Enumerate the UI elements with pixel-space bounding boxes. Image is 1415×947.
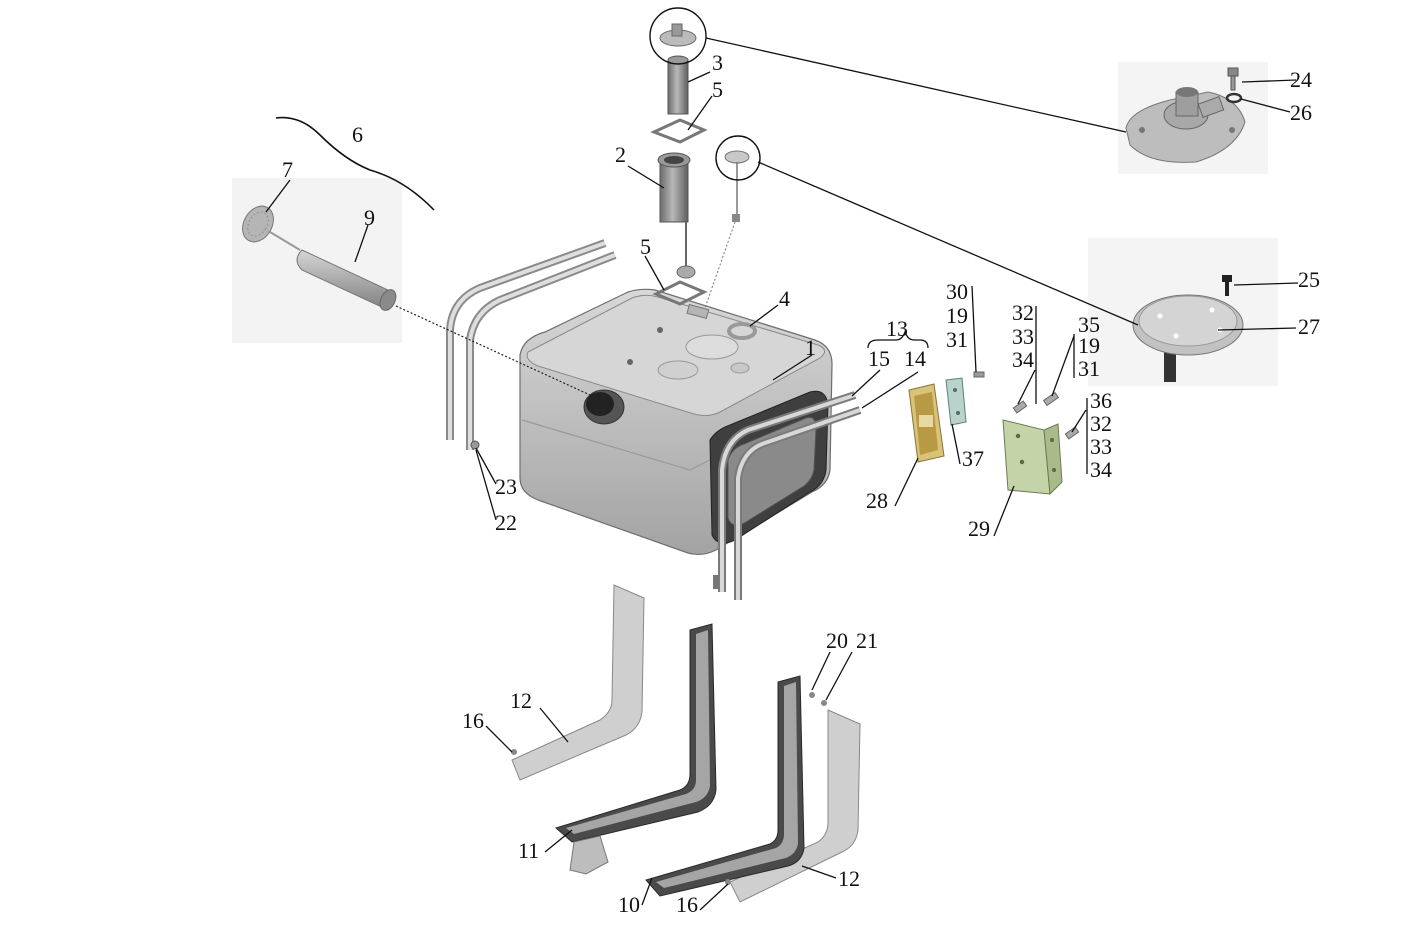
label-6: 6 — [352, 122, 363, 147]
bracket-29 — [1002, 419, 1063, 496]
label-36: 36 — [1090, 388, 1112, 413]
fasteners-30-19-31 — [973, 371, 985, 378]
strainer-disc — [242, 205, 274, 243]
strap-pad-12-right — [729, 709, 861, 903]
strap-10 — [645, 675, 805, 897]
label-11: 11 — [518, 838, 539, 863]
strap-right — [718, 391, 862, 600]
label-7: 7 — [282, 157, 293, 182]
strap-11 — [554, 623, 717, 875]
fasteners-35-19-31 — [1042, 391, 1060, 407]
nut-21 — [821, 700, 827, 706]
label-22: 22 — [495, 510, 517, 535]
label-12-left: 12 — [510, 688, 532, 713]
gasket-5-top — [650, 118, 708, 144]
fasteners-32-33-34 — [1012, 400, 1028, 414]
strainer-wire-curve — [275, 116, 435, 211]
label-16-left: 16 — [462, 708, 484, 733]
label-26: 26 — [1290, 100, 1312, 125]
label-34-bottom: 34 — [1090, 457, 1112, 482]
washer-26 — [1225, 92, 1243, 104]
callout-circle-cap — [649, 7, 707, 65]
label-28: 28 — [866, 488, 888, 513]
label-35: 35 — [1078, 312, 1100, 337]
label-25: 25 — [1298, 267, 1320, 292]
label-5-top: 5 — [712, 77, 723, 102]
label-4: 4 — [779, 286, 790, 311]
label-15: 15 — [868, 346, 890, 371]
washer-16-right — [725, 879, 731, 885]
label-32-top: 32 — [1012, 300, 1034, 325]
nut-23 — [470, 440, 480, 450]
bracket-28 — [908, 383, 945, 463]
label-2: 2 — [615, 142, 626, 167]
filler-pipe-2 — [657, 152, 696, 279]
bolt-20 — [809, 692, 815, 698]
label-14: 14 — [904, 346, 926, 371]
label-24: 24 — [1290, 67, 1312, 92]
label-33-bottom: 33 — [1090, 434, 1112, 459]
washer-16-left — [511, 749, 517, 755]
label-19-right: 19 — [1078, 333, 1100, 358]
label-1: 1 — [805, 335, 816, 360]
filter-axis-line — [395, 305, 591, 396]
label-23: 23 — [495, 474, 517, 499]
tank-top-port-sender — [730, 362, 750, 374]
label-21: 21 — [856, 628, 878, 653]
label-33-top: 33 — [1012, 324, 1034, 349]
label-13: 13 — [886, 316, 908, 341]
callout-circle-sender — [715, 135, 761, 181]
label-31-left: 31 — [946, 327, 968, 352]
label-9: 9 — [364, 205, 375, 230]
tank-cap-detail — [1125, 87, 1246, 163]
label-30: 30 — [946, 279, 968, 304]
strap-pad-12-left — [511, 584, 645, 781]
label-29: 29 — [968, 516, 990, 541]
filler-neck — [583, 389, 625, 425]
breather-pipe-3 — [667, 55, 689, 115]
small-cap-top — [659, 23, 697, 47]
label-3: 3 — [712, 50, 723, 75]
label-34-top: 34 — [1012, 347, 1034, 372]
label-10: 10 — [618, 892, 640, 917]
label-32-bottom: 32 — [1090, 411, 1112, 436]
label-5-lower: 5 — [640, 234, 651, 259]
label-20: 20 — [826, 628, 848, 653]
plate-37 — [945, 377, 967, 426]
label-37: 37 — [962, 446, 984, 471]
bolt-25 — [1222, 275, 1232, 296]
filter-cylinder — [296, 249, 397, 311]
label-19-left: 19 — [946, 303, 968, 328]
gasket-5-lower — [652, 280, 708, 306]
tank-top-port-large — [685, 334, 739, 360]
label-27: 27 — [1298, 314, 1320, 339]
part-labels: 3 5 2 5 4 1 6 7 9 24 26 25 27 13 15 14 3… — [282, 50, 1320, 917]
fuel-level-sender — [686, 150, 750, 320]
label-31-right: 31 — [1078, 356, 1100, 381]
tank-top-port-small — [657, 360, 699, 380]
label-16-right: 16 — [676, 892, 698, 917]
fasteners-36-32-33-34 — [1064, 426, 1080, 440]
mounting-plate-detail — [1132, 294, 1244, 382]
bolt-24 — [1227, 67, 1239, 91]
seal-ring-4 — [727, 322, 757, 340]
label-12-right: 12 — [838, 866, 860, 891]
leader-lines — [265, 37, 1299, 911]
